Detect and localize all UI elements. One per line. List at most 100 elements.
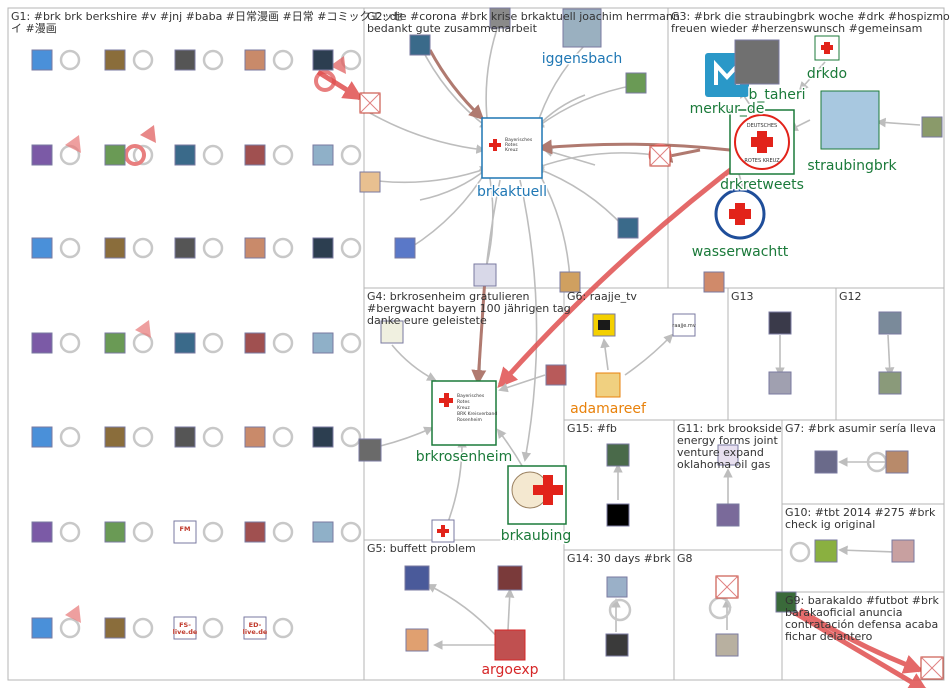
user-node[interactable] (312, 426, 334, 448)
user-node[interactable] (31, 426, 53, 448)
straubingbrk-node[interactable] (820, 90, 880, 150)
iggensbach-node[interactable] (562, 8, 602, 48)
raajje-tv-node[interactable]: raajje.mv (672, 313, 696, 337)
fs-logo-node[interactable]: FS-live.de (173, 616, 198, 640)
user-node[interactable] (104, 521, 126, 543)
missing-image-node[interactable] (715, 575, 739, 599)
user-node[interactable] (104, 426, 126, 448)
node-label-brkrosenheim[interactable]: brkrosenheim (416, 449, 513, 465)
user-node[interactable] (878, 371, 902, 395)
argoexp-node[interactable] (494, 629, 526, 661)
user-node[interactable] (31, 237, 53, 259)
user-node[interactable] (606, 503, 630, 527)
user-node[interactable] (814, 539, 838, 563)
user-node[interactable] (104, 617, 126, 639)
user-node[interactable] (878, 311, 902, 335)
user-node[interactable] (814, 450, 838, 474)
fm-logo-node[interactable]: FM (173, 520, 197, 544)
missing-image-node[interactable] (920, 656, 944, 680)
user-node[interactable] (174, 49, 196, 71)
user-node[interactable] (592, 313, 616, 337)
node-label-b-taheri[interactable]: b_taheri (748, 87, 805, 103)
brkaubing-node[interactable] (507, 465, 567, 525)
user-node[interactable] (244, 521, 266, 543)
user-node[interactable] (715, 633, 739, 657)
user-node[interactable] (244, 144, 266, 166)
user-node[interactable] (104, 144, 126, 166)
user-node[interactable] (716, 503, 740, 527)
user-node[interactable] (606, 443, 630, 467)
user-node[interactable] (404, 565, 430, 591)
user-node[interactable] (625, 72, 647, 94)
user-node[interactable] (617, 217, 639, 239)
adamareef-node[interactable] (595, 372, 621, 398)
user-node[interactable] (312, 144, 334, 166)
user-node[interactable] (31, 144, 53, 166)
ed-logo-node[interactable]: ED-live.de (243, 616, 268, 640)
user-node[interactable] (244, 49, 266, 71)
user-node[interactable] (174, 144, 196, 166)
group-label-g15: G15: #fb (567, 422, 617, 435)
node-label-argoexp[interactable]: argoexp (481, 662, 538, 678)
user-node[interactable] (31, 617, 53, 639)
node-label-brkaubing[interactable]: brkaubing (501, 528, 572, 544)
b-taheri-node[interactable] (734, 39, 780, 85)
user-node[interactable] (768, 371, 792, 395)
node-label-adamareef[interactable]: adamareef (570, 401, 647, 417)
user-node[interactable] (431, 519, 455, 543)
loop-arrowhead (140, 125, 156, 143)
missing-image-node[interactable] (649, 145, 671, 167)
user-node[interactable] (380, 320, 404, 344)
user-node[interactable] (312, 521, 334, 543)
user-node[interactable] (703, 271, 725, 293)
user-node[interactable] (775, 591, 797, 613)
user-node[interactable] (891, 539, 915, 563)
user-node[interactable] (312, 237, 334, 259)
node-label-iggensbach[interactable]: iggensbach (542, 51, 622, 67)
user-node[interactable] (768, 311, 792, 335)
node-label-straubingbrk[interactable]: straubingbrk (807, 158, 897, 174)
user-node[interactable] (358, 438, 382, 462)
user-node[interactable] (394, 237, 416, 259)
user-node[interactable] (885, 450, 909, 474)
missing-image-node[interactable] (359, 92, 381, 114)
node-label-drkdo[interactable]: drkdo (807, 66, 847, 82)
user-node[interactable] (31, 49, 53, 71)
user-node[interactable] (174, 237, 196, 259)
user-node[interactable] (31, 521, 53, 543)
user-node[interactable] (605, 633, 629, 657)
user-node[interactable] (405, 628, 429, 652)
user-node[interactable] (717, 444, 739, 466)
node-label-brkaktuell[interactable]: brkaktuell (477, 184, 547, 200)
node-label-merkur-de[interactable]: merkur_de (690, 101, 765, 117)
user-node[interactable] (244, 426, 266, 448)
user-node[interactable] (545, 364, 567, 386)
user-node[interactable] (409, 34, 431, 56)
badge-text: Rotes (457, 399, 470, 405)
node-label-halo: drkdo (807, 66, 847, 82)
user-node[interactable] (559, 271, 581, 293)
user-node[interactable] (497, 565, 523, 591)
user-node[interactable] (104, 49, 126, 71)
user-node[interactable] (473, 263, 497, 287)
user-node[interactable] (312, 49, 334, 71)
node-label-wasserwachtt[interactable]: wasserwachtt (692, 244, 789, 260)
user-node[interactable] (606, 576, 628, 598)
node-label-drkretweets[interactable]: drkretweets (720, 177, 804, 193)
user-node[interactable] (921, 116, 943, 138)
user-node[interactable] (489, 7, 511, 29)
user-node[interactable] (174, 332, 196, 354)
user-node[interactable] (244, 332, 266, 354)
user-node[interactable] (312, 332, 334, 354)
user-node[interactable] (244, 237, 266, 259)
wasserwachtt-node[interactable] (714, 188, 766, 240)
user-node[interactable] (31, 332, 53, 354)
drkdo-node[interactable] (814, 35, 840, 61)
user-node[interactable] (104, 237, 126, 259)
user-node[interactable] (359, 171, 381, 193)
user-node[interactable] (104, 332, 126, 354)
user-node[interactable] (174, 426, 196, 448)
